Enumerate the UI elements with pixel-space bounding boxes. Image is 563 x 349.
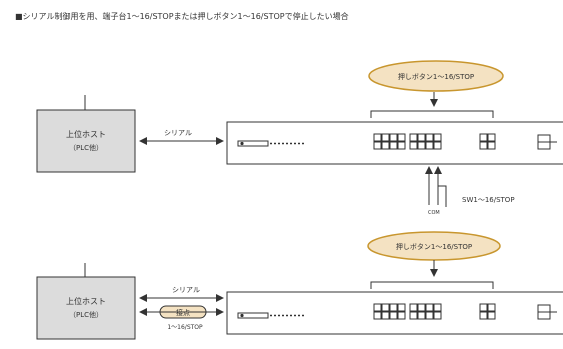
device-button bbox=[397, 141, 406, 150]
top-diagram: 上位ホスト （PLC他） シリアル 押しボタン1〜16/STOP SW1〜16/… bbox=[36, 60, 563, 216]
device-button bbox=[389, 133, 398, 142]
device-button bbox=[425, 311, 434, 320]
device-button bbox=[417, 141, 426, 150]
device-button bbox=[425, 133, 434, 142]
device-side-button bbox=[487, 141, 496, 150]
device-button bbox=[373, 141, 382, 150]
top-bubble-label: 押しボタン1〜16/STOP bbox=[398, 72, 474, 81]
device-button bbox=[397, 303, 406, 312]
device-button bbox=[409, 311, 418, 320]
device-button bbox=[417, 303, 426, 312]
device-button bbox=[409, 141, 418, 150]
top-button-bracket bbox=[370, 110, 494, 118]
bottom-host-label: 上位ホスト bbox=[66, 296, 106, 306]
top-serial-label: シリアル bbox=[164, 129, 192, 137]
bottom-button-bracket bbox=[370, 281, 494, 289]
bottom-device-indicator bbox=[237, 312, 305, 319]
bottom-device-right-panel bbox=[537, 304, 557, 320]
device-button bbox=[389, 311, 398, 320]
bottom-diagram: 上位ホスト （PLC他） シリアル 接点 1〜16/STOP 押しボタン1〜16… bbox=[36, 231, 563, 340]
device-side-button bbox=[487, 303, 496, 312]
device-side-button bbox=[479, 311, 488, 320]
device-button bbox=[433, 303, 442, 312]
device-button bbox=[433, 133, 442, 142]
device-button bbox=[389, 141, 398, 150]
device-button bbox=[373, 303, 382, 312]
top-sw-label: SW1〜16/STOP bbox=[462, 196, 515, 204]
device-button bbox=[433, 141, 442, 150]
device-side-button bbox=[479, 133, 488, 142]
top-host-label: 上位ホスト bbox=[66, 129, 106, 139]
device-button bbox=[433, 311, 442, 320]
device-side-button bbox=[479, 303, 488, 312]
bottom-host-box bbox=[36, 276, 136, 340]
top-host-sublabel: （PLC他） bbox=[69, 143, 103, 152]
device-button bbox=[373, 133, 382, 142]
device-button bbox=[397, 133, 406, 142]
top-button-bubble bbox=[368, 60, 504, 92]
device-side-button bbox=[479, 141, 488, 150]
top-device-indicator bbox=[237, 140, 305, 147]
device-button bbox=[417, 133, 426, 142]
device-button bbox=[425, 303, 434, 312]
page-heading: ■シリアル制御用を用、端子台1〜16/STOPまたは押しボタン1〜16/STOP… bbox=[15, 11, 349, 21]
bottom-terminal-label: 1〜16/STOP bbox=[167, 324, 203, 331]
device-button bbox=[409, 133, 418, 142]
device-button bbox=[409, 303, 418, 312]
device-button bbox=[397, 311, 406, 320]
top-sw-bracket bbox=[438, 185, 447, 207]
device-button bbox=[417, 311, 426, 320]
device-side-button bbox=[487, 311, 496, 320]
top-device-right-panel bbox=[537, 134, 557, 150]
device-side-button bbox=[487, 133, 496, 142]
device-button bbox=[381, 303, 390, 312]
device-button bbox=[425, 141, 434, 150]
device-button bbox=[389, 303, 398, 312]
top-device-buttons bbox=[373, 133, 496, 150]
bottom-device-buttons bbox=[373, 303, 496, 320]
bottom-serial-label: シリアル bbox=[172, 286, 200, 294]
device-button bbox=[373, 311, 382, 320]
bottom-host-sublabel: （PLC他） bbox=[69, 310, 103, 319]
device-button bbox=[381, 141, 390, 150]
top-host-box bbox=[36, 109, 136, 173]
device-button bbox=[381, 311, 390, 320]
device-button bbox=[381, 133, 390, 142]
bottom-bubble-label: 押しボタン1〜16/STOP bbox=[396, 242, 472, 251]
top-com-label: COM bbox=[428, 210, 440, 216]
